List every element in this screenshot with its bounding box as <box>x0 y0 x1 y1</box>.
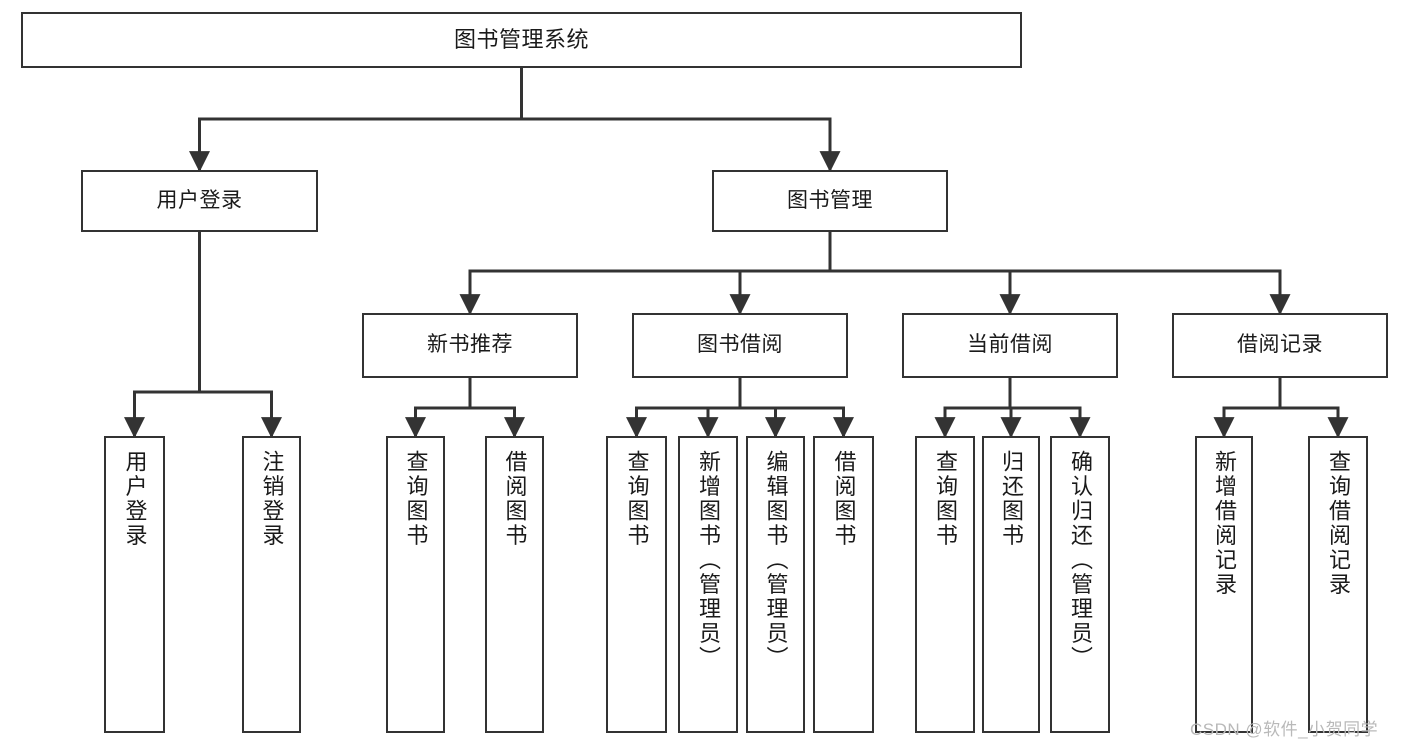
leaf-query-borrow-record[interactable]: 查询借阅记录 <box>1308 436 1368 733</box>
node-label: 图书借阅 <box>697 333 783 357</box>
leaf-query-book-current[interactable]: 查询图书 <box>915 436 975 733</box>
node-label: 查询图书 <box>933 450 958 548</box>
leaf-borrow-book-recommend[interactable]: 借阅图书 <box>485 436 544 733</box>
node-borrow-record[interactable]: 借阅记录 <box>1172 313 1388 378</box>
node-label: 用户登录 <box>122 450 148 548</box>
node-label: 借阅图书 <box>502 450 528 548</box>
node-label: 新增借阅记录 <box>1212 450 1237 597</box>
node-book-management[interactable]: 图书管理 <box>712 170 948 232</box>
leaf-query-book-recommend[interactable]: 查询图书 <box>386 436 445 733</box>
leaf-add-borrow-record[interactable]: 新增借阅记录 <box>1195 436 1253 733</box>
leaf-borrow-book[interactable]: 借阅图书 <box>813 436 874 733</box>
node-label: 查询借阅记录 <box>1326 450 1351 597</box>
leaf-return-book[interactable]: 归还图书 <box>982 436 1040 733</box>
node-label: 图书管理系统 <box>453 27 589 53</box>
node-label: 图书管理 <box>787 188 873 212</box>
node-label: 当前借阅 <box>967 333 1053 357</box>
leaf-add-book-admin[interactable]: 新增图书（管理员） <box>678 436 738 733</box>
node-label: 确认归还（管理员） <box>1068 450 1093 671</box>
node-new-book-recommend[interactable]: 新书推荐 <box>362 313 578 378</box>
leaf-logout[interactable]: 注销登录 <box>242 436 301 733</box>
node-label: 借阅图书 <box>831 450 857 548</box>
watermark: CSDN @软件_小贺同学 <box>1190 720 1379 739</box>
leaf-edit-book-admin[interactable]: 编辑图书（管理员） <box>746 436 805 733</box>
leaf-confirm-return-admin[interactable]: 确认归还（管理员） <box>1050 436 1110 733</box>
node-label: 查询图书 <box>624 450 650 548</box>
node-root[interactable]: 图书管理系统 <box>21 12 1022 68</box>
node-book-borrow[interactable]: 图书借阅 <box>632 313 848 378</box>
node-label: 编辑图书（管理员） <box>763 450 789 671</box>
node-label: 新书推荐 <box>427 333 513 357</box>
node-user-login[interactable]: 用户登录 <box>81 170 318 232</box>
node-current-borrow[interactable]: 当前借阅 <box>902 313 1118 378</box>
node-label: 注销登录 <box>259 450 285 548</box>
node-label: 新增图书（管理员） <box>696 450 721 671</box>
node-label: 借阅记录 <box>1237 333 1323 357</box>
leaf-user-login[interactable]: 用户登录 <box>104 436 165 733</box>
node-label: 查询图书 <box>403 450 429 548</box>
leaf-query-book-borrow[interactable]: 查询图书 <box>606 436 667 733</box>
node-label: 归还图书 <box>999 450 1024 548</box>
node-label: 用户登录 <box>156 188 243 212</box>
